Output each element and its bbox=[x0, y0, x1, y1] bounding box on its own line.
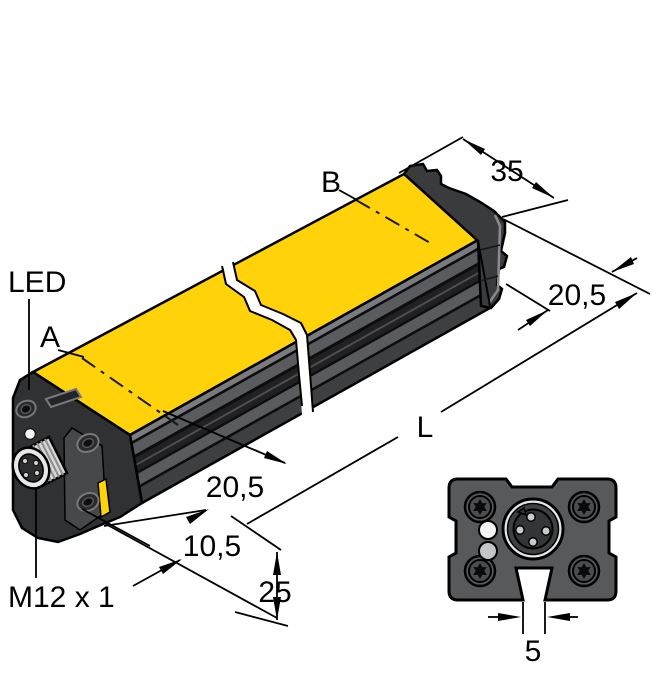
torx-screw bbox=[463, 490, 497, 524]
dim-depth-ext1 bbox=[502, 218, 651, 295]
dim-width-top: 35 bbox=[490, 155, 523, 188]
sensor-body-isometric bbox=[11, 162, 509, 544]
dim-depth-ext2 bbox=[505, 283, 551, 312]
left-end-cap bbox=[11, 370, 144, 544]
torx-screw bbox=[567, 490, 601, 524]
dimension-arrowheads bbox=[159, 139, 637, 621]
m12-connector-3d bbox=[11, 435, 69, 490]
ref-b-leader bbox=[338, 189, 358, 201]
dim-length: L bbox=[417, 411, 434, 444]
dim-length-line-left bbox=[246, 436, 399, 525]
m12-keyway bbox=[516, 506, 528, 517]
label-thread: M12 x 1 bbox=[8, 581, 115, 614]
dim-width-bottom: 20,5 bbox=[206, 471, 264, 504]
dim-height: 25 bbox=[258, 576, 291, 609]
label-ref-b: B bbox=[321, 166, 341, 199]
label-led: LED bbox=[8, 266, 66, 299]
mounting-slot-hole bbox=[44, 387, 83, 409]
dim-bottom-ext2 bbox=[103, 509, 207, 527]
cap-screw-top bbox=[15, 399, 37, 419]
break-band bbox=[221, 260, 314, 425]
m12-connector-front bbox=[501, 497, 565, 561]
m12-pins-front bbox=[515, 512, 551, 547]
led-front-top bbox=[478, 520, 498, 540]
led-indicator-3d bbox=[23, 427, 37, 441]
ref-line-b bbox=[355, 199, 433, 245]
cap-screw-bottom bbox=[76, 492, 100, 512]
right-end-cap-body bbox=[402, 162, 509, 310]
torx-screw bbox=[567, 554, 601, 588]
torx-screw bbox=[463, 554, 497, 588]
m12-pins-3d bbox=[21, 457, 41, 479]
dim35-ext-right bbox=[501, 199, 569, 218]
dim-conn-ext1 bbox=[103, 522, 278, 619]
right-end-cap bbox=[402, 162, 509, 310]
dim35-ext-left bbox=[398, 136, 464, 174]
front-end-view bbox=[447, 477, 618, 602]
reference-lines bbox=[81, 199, 433, 426]
dim-length-line-right bbox=[440, 292, 638, 413]
dim-height-ext-bottom bbox=[234, 611, 289, 627]
ref-a-leader bbox=[57, 349, 85, 358]
dim-slot-width: 5 bbox=[525, 635, 542, 668]
dim-height-ext-top bbox=[230, 515, 282, 551]
dim-bottom-ext1 bbox=[162, 410, 286, 464]
cap-screw-mid bbox=[76, 433, 100, 453]
dim-depth-right: 20,5 bbox=[548, 279, 606, 312]
front-view-screws bbox=[463, 490, 601, 588]
right-end-face-highlight bbox=[487, 214, 502, 304]
housing-yellow-sliver bbox=[97, 477, 111, 519]
ref-line-a bbox=[81, 357, 179, 426]
dim-connector-offset: 10,5 bbox=[183, 530, 241, 563]
led-front-bottom bbox=[478, 541, 498, 561]
labels: LED A B 35 20,5 L 20,5 10,5 25 M12 x 1 5 bbox=[8, 155, 606, 668]
dim-conn-ext2 bbox=[81, 508, 151, 547]
label-ref-a: A bbox=[40, 321, 60, 354]
